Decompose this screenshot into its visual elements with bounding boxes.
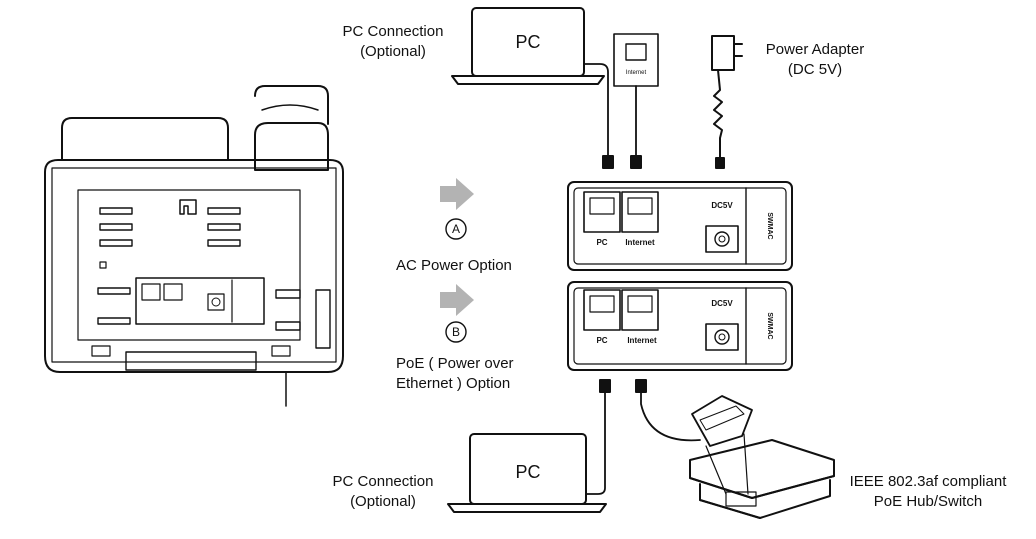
port-label-pc-b: PC	[596, 336, 607, 345]
power-adapter	[711, 35, 743, 169]
port-label-dc-b: DC5V	[711, 299, 733, 308]
jack-label-internet: Internet	[626, 70, 647, 76]
ieee-line2: PoE Hub/Switch	[873, 493, 983, 510]
power-adapter-line2: (DC 5V)	[787, 61, 843, 78]
cables-bottom	[585, 379, 701, 495]
pc-connection-bottom-line2: (Optional)	[350, 493, 416, 510]
port-label-internet-a: Internet	[625, 238, 655, 247]
poe-switch	[689, 395, 835, 519]
poe-option-label: PoE ( Power over Ethernet ) Option	[396, 354, 514, 394]
poe-switch-label: IEEE 802.3af compliant PoE Hub/Switch	[836, 472, 1020, 512]
power-adapter-label: Power Adapter (DC 5V)	[756, 40, 874, 80]
port-label-internet-b: Internet	[627, 336, 657, 345]
brand-label-a: SWMAC	[766, 212, 773, 239]
option-a-marker: A	[452, 222, 460, 236]
cables-top	[583, 63, 642, 169]
arrow-b	[440, 284, 474, 316]
pc-label-top: PC	[515, 32, 540, 52]
pc-connection-top-line2: (Optional)	[360, 43, 426, 60]
phone-back-illustration	[44, 85, 344, 407]
brand-label-b: SWMAC	[766, 312, 773, 339]
arrow-a	[440, 178, 474, 210]
option-a-circle	[445, 218, 467, 240]
power-adapter-line1: Power Adapter	[765, 41, 865, 58]
pc-connection-bottom-label: PC Connection (Optional)	[328, 472, 438, 512]
port-label-pc-a: PC	[596, 238, 607, 247]
pc-connection-bottom-line1: PC Connection	[332, 473, 434, 490]
port-panel-ac	[567, 181, 793, 271]
poe-line1: PoE ( Power over	[396, 355, 514, 372]
ac-power-option-label: AC Power Option	[396, 257, 512, 274]
pc-label-bottom: PC	[515, 462, 540, 482]
pc-laptop-top	[451, 7, 605, 85]
option-b-circle	[445, 321, 467, 343]
internet-wall-jack	[613, 33, 659, 87]
ieee-line1: IEEE 802.3af compliant	[849, 473, 1007, 490]
pc-connection-top-label: PC Connection (Optional)	[338, 22, 448, 62]
poe-line2: Ethernet ) Option	[396, 375, 511, 392]
pc-connection-top-line1: PC Connection	[342, 23, 444, 40]
pc-laptop-bottom	[447, 433, 607, 513]
port-label-dc-a: DC5V	[711, 201, 733, 210]
option-b-marker: B	[452, 325, 460, 339]
port-panel-poe	[567, 281, 793, 371]
